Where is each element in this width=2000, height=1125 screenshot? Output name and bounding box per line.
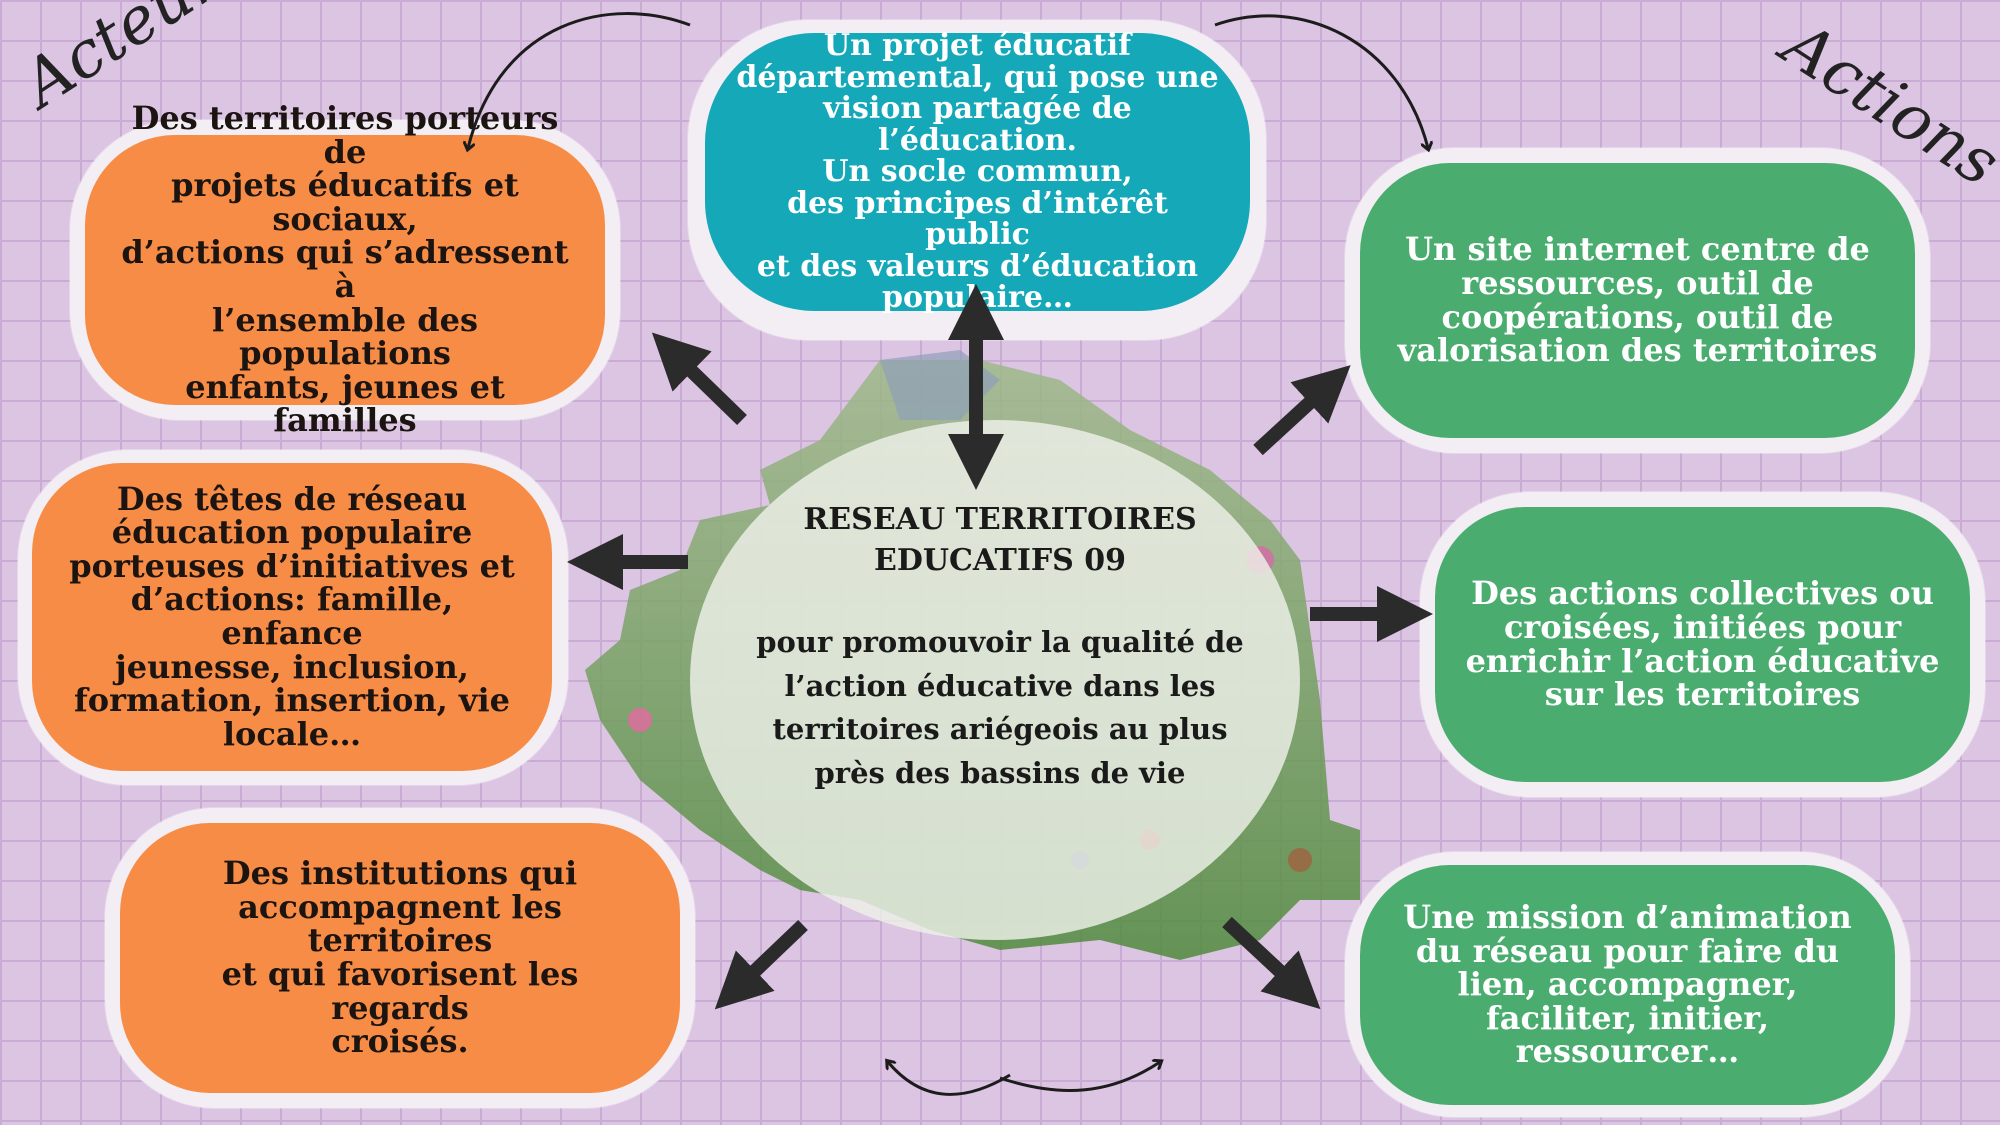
arrow-to-action-3 xyxy=(1222,916,1321,1010)
action-box-website-text: Un site internet centre de ressources, o… xyxy=(1397,230,1878,370)
network-purpose: pour promouvoir la qualité de l’action é… xyxy=(756,625,1244,790)
actor-box-network-heads: Des têtes de réseau éducation populaire … xyxy=(32,463,552,771)
actor-box-territories-text: Des territoires porteurs de projets éduc… xyxy=(121,99,569,440)
action-box-animation-mission: Une mission d’animation du réseau pour f… xyxy=(1360,865,1895,1105)
action-box-collective-actions-text: Des actions collectives ou croisées, ini… xyxy=(1465,574,1940,714)
curve-arrow-bottom-right-end xyxy=(999,1062,1160,1092)
action-box-website: Un site internet centre de ressources, o… xyxy=(1360,163,1915,438)
educational-project-text: Un projet éducatif départemental, qui po… xyxy=(736,28,1219,316)
center-content: RESEAU TERRITOIRES EDUCATIFS 09 pour pro… xyxy=(720,500,1280,795)
actor-box-network-heads-text: Des têtes de réseau éducation populaire … xyxy=(69,479,515,753)
center-circle xyxy=(690,420,1300,940)
educational-project-box: Un projet éducatif départemental, qui po… xyxy=(705,28,1250,316)
action-box-collective-actions: Des actions collectives ou croisées, ini… xyxy=(1435,507,1970,782)
network-title: RESEAU TERRITOIRES EDUCATIFS 09 xyxy=(803,502,1197,578)
curve-arrow-top-left xyxy=(468,12,691,148)
arrow-to-action-1 xyxy=(1253,365,1351,456)
action-box-animation-mission-text: Une mission d’animation du réseau pour f… xyxy=(1403,898,1852,1071)
arrow-to-actor-1 xyxy=(651,332,747,426)
actor-box-territories: Des territoires porteurs de projets éduc… xyxy=(85,101,605,437)
actor-box-institutions-text: Des institutions qui accompagnent les te… xyxy=(221,854,579,1061)
curve-arrow-bottom-left-end xyxy=(888,1062,1011,1096)
curve-arrow-top-right xyxy=(1214,14,1428,148)
actor-box-institutions: Des institutions qui accompagnent les te… xyxy=(120,823,680,1093)
arrow-to-actor-3 xyxy=(714,919,808,1010)
